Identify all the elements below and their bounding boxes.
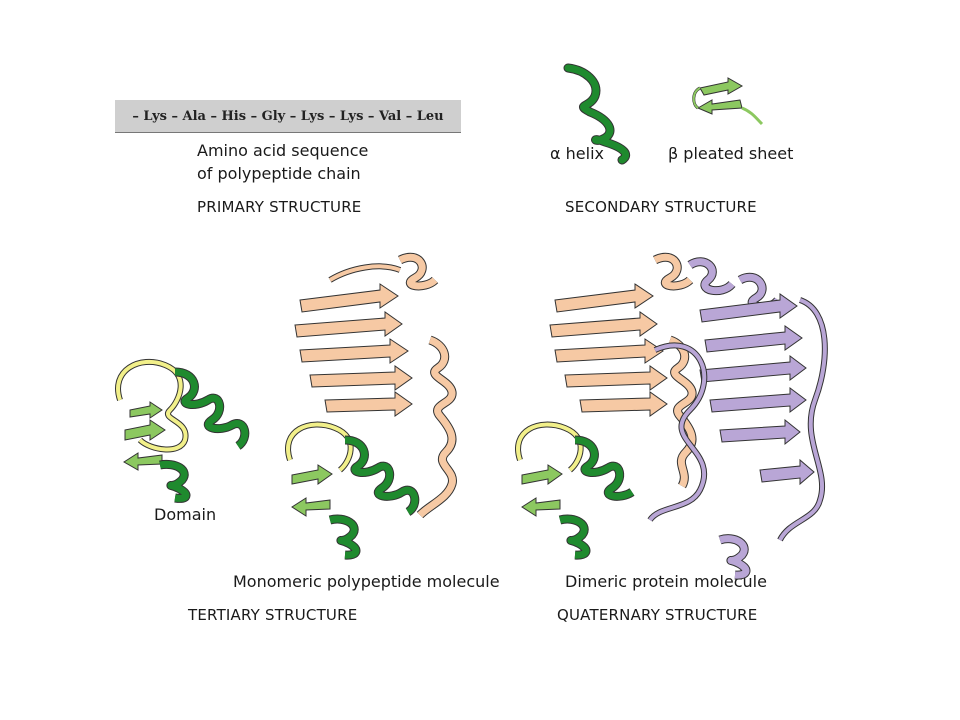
sequence-label-line2: of polypeptide chain <box>197 164 361 183</box>
amino-acid-sequence-bar: – Lys – Ala – His – Gly – Lys – Lys – Va… <box>115 100 461 133</box>
sequence-text: – Lys – Ala – His – Gly – Lys – Lys – Va… <box>132 108 444 124</box>
monomer-label: Monomeric polypeptide molecule <box>233 572 500 591</box>
beta-sheet-illustration <box>692 77 764 126</box>
monomer-peach-sheets <box>294 252 457 519</box>
alpha-helix-illustration <box>563 63 631 165</box>
beta-sheet-label: β pleated sheet <box>668 144 794 163</box>
dimer-domain-part <box>515 421 635 560</box>
dimer-lavender-subunit <box>647 257 828 580</box>
primary-structure-caption: PRIMARY STRUCTURE <box>197 198 362 216</box>
alpha-helix-label: α helix <box>550 144 604 163</box>
domain-label: Domain <box>154 505 217 524</box>
domain-illustration <box>115 358 250 503</box>
monomer-domain-part <box>285 421 420 560</box>
tertiary-structure-caption: TERTIARY STRUCTURE <box>188 606 358 624</box>
quaternary-structure-caption: QUATERNARY STRUCTURE <box>557 606 758 624</box>
sequence-label-line1: Amino acid sequence <box>197 141 369 160</box>
dimer-peach-subunit <box>549 252 697 489</box>
secondary-structure-caption: SECONDARY STRUCTURE <box>565 198 757 216</box>
dimer-label: Dimeric protein molecule <box>565 572 767 591</box>
